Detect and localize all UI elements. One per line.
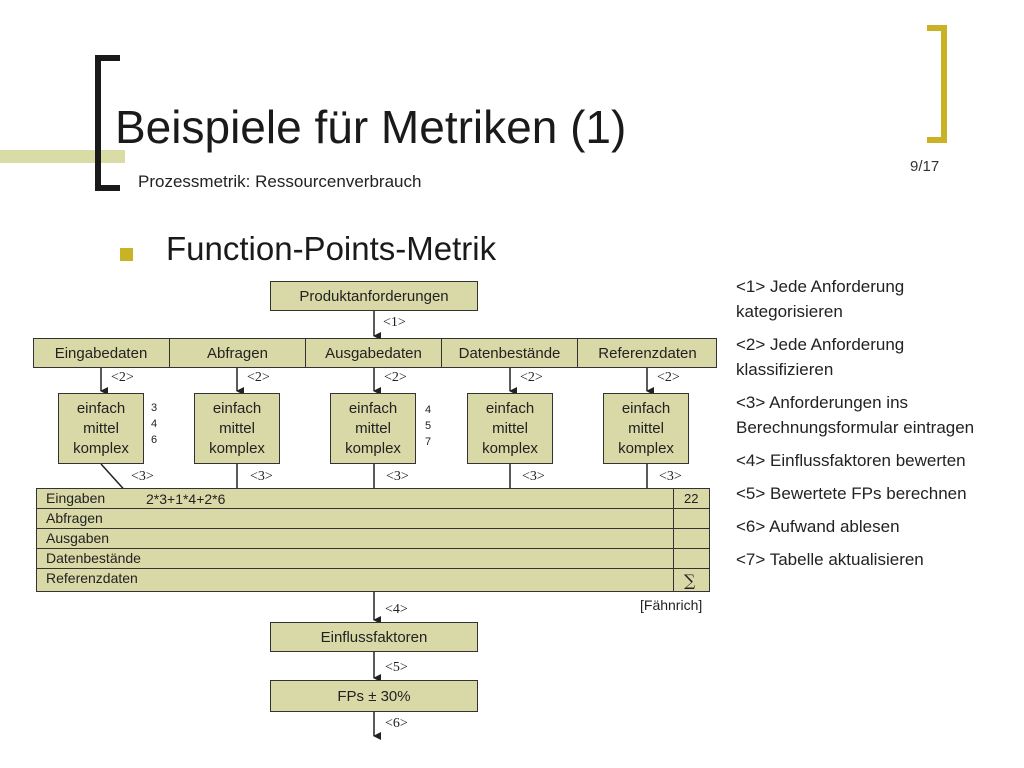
steps-list-item: <4> Einflussfaktoren bewerten	[736, 451, 966, 470]
weight-simple: 3	[151, 402, 158, 414]
class-simple: einfach	[76, 400, 126, 417]
class-simple: einfach	[485, 400, 535, 417]
class-medium: mittel	[492, 420, 528, 437]
weights-output: 4 5 7	[425, 402, 431, 450]
slide-title: Beispiele für Metriken (1)	[115, 101, 627, 153]
class-complex: komplex	[482, 440, 538, 457]
category-input: Eingabedaten	[33, 338, 170, 368]
category-output: Ausgabedaten	[306, 338, 442, 368]
step-label-2: <2>	[111, 370, 134, 385]
classification-box: einfach mittel komplex	[194, 393, 280, 464]
category-query: Abfragen	[170, 338, 306, 368]
step-label-2: <2>	[520, 370, 543, 385]
step-label-3: <3>	[250, 469, 273, 484]
step-label-3: <3>	[386, 469, 409, 484]
class-simple: einfach	[348, 400, 398, 417]
table-row-datastores: Datenbestände	[36, 549, 710, 569]
steps-list-item: <6> Aufwand ablesen	[736, 517, 900, 536]
formula-text: 2*3+1*4+2*6	[146, 491, 226, 507]
fp-box: FPs ± 30%	[270, 680, 478, 712]
weight-complex: 6	[151, 434, 158, 446]
weight-simple: 4	[425, 404, 432, 416]
step-label-3: <3>	[522, 469, 545, 484]
table-row-queries: Abfragen	[36, 509, 710, 529]
table-divider	[673, 488, 674, 592]
step-label-2: <2>	[247, 370, 270, 385]
step-label-2: <2>	[657, 370, 680, 385]
left-bracket	[95, 55, 120, 191]
classification-box: einfach mittel komplex	[330, 393, 416, 464]
slide-subtitle: Prozessmetrik: Ressourcenverbrauch	[138, 172, 422, 191]
calculation-table	[36, 488, 710, 592]
category-reference: Referenzdaten	[598, 344, 697, 362]
sum-icon: ∑	[684, 571, 696, 590]
bullet-icon	[120, 248, 133, 261]
classification-box: einfach mittel komplex	[603, 393, 689, 464]
class-complex: komplex	[618, 440, 674, 457]
class-simple: einfach	[212, 400, 262, 417]
step-label-1: <1>	[383, 315, 406, 330]
weight-complex: 7	[425, 436, 432, 448]
step-label-3: <3>	[659, 469, 682, 484]
class-medium: mittel	[628, 420, 664, 437]
step-label-6: <6>	[385, 716, 408, 731]
class-complex: komplex	[209, 440, 265, 457]
steps-list-item: <3> Anforderungen ins Berechnungsformula…	[736, 393, 975, 437]
row-label: Ausgaben	[46, 530, 110, 546]
table-row-outputs: Ausgaben	[36, 529, 710, 549]
category-datastore: Datenbestände	[442, 338, 578, 368]
row-label: Abfragen	[46, 510, 103, 526]
bullet-heading: Function-Points-Metrik	[166, 230, 497, 267]
weights-input: 3 4 6	[151, 400, 157, 448]
steps-list: <1> Jede Anforderung kategorisieren <2> …	[736, 274, 976, 580]
row-label: Referenzdaten	[46, 570, 138, 586]
weight-medium: 5	[425, 420, 432, 432]
steps-list-item: <5> Bewertete FPs berechnen	[736, 484, 967, 503]
classification-box: einfach mittel komplex	[467, 393, 553, 464]
step-label-2: <2>	[384, 370, 407, 385]
table-row-references: Referenzdaten	[36, 569, 710, 589]
class-medium: mittel	[219, 420, 255, 437]
row-label: Eingaben	[46, 490, 106, 506]
steps-list-item: <2> Jede Anforderung klassifizieren	[736, 335, 905, 379]
factors-box: Einflussfaktoren	[270, 622, 478, 652]
source-citation: [Fähnrich]	[640, 597, 703, 613]
class-medium: mittel	[355, 420, 391, 437]
class-complex: komplex	[73, 440, 129, 457]
table-row-inputs: Eingaben	[36, 489, 710, 509]
step-label-3: <3>	[131, 469, 154, 484]
steps-list-item: <7> Tabelle aktualisieren	[736, 550, 924, 569]
page-number: 9/17	[910, 158, 940, 175]
result-value: 22	[684, 491, 699, 506]
row-label: Datenbestände	[46, 550, 141, 566]
right-bracket	[927, 25, 947, 143]
classification-box: einfach mittel komplex	[58, 393, 144, 464]
requirements-box: Produktanforderungen	[270, 281, 478, 311]
step-label-5: <5>	[385, 660, 408, 675]
weight-medium: 4	[151, 418, 158, 430]
slide-decoration	[0, 25, 947, 191]
steps-list-item: <1> Jede Anforderung kategorisieren	[736, 277, 905, 321]
step-label-4: <4>	[385, 602, 408, 617]
class-complex: komplex	[345, 440, 401, 457]
class-simple: einfach	[621, 400, 671, 417]
category-row	[33, 338, 717, 368]
class-medium: mittel	[83, 420, 119, 437]
